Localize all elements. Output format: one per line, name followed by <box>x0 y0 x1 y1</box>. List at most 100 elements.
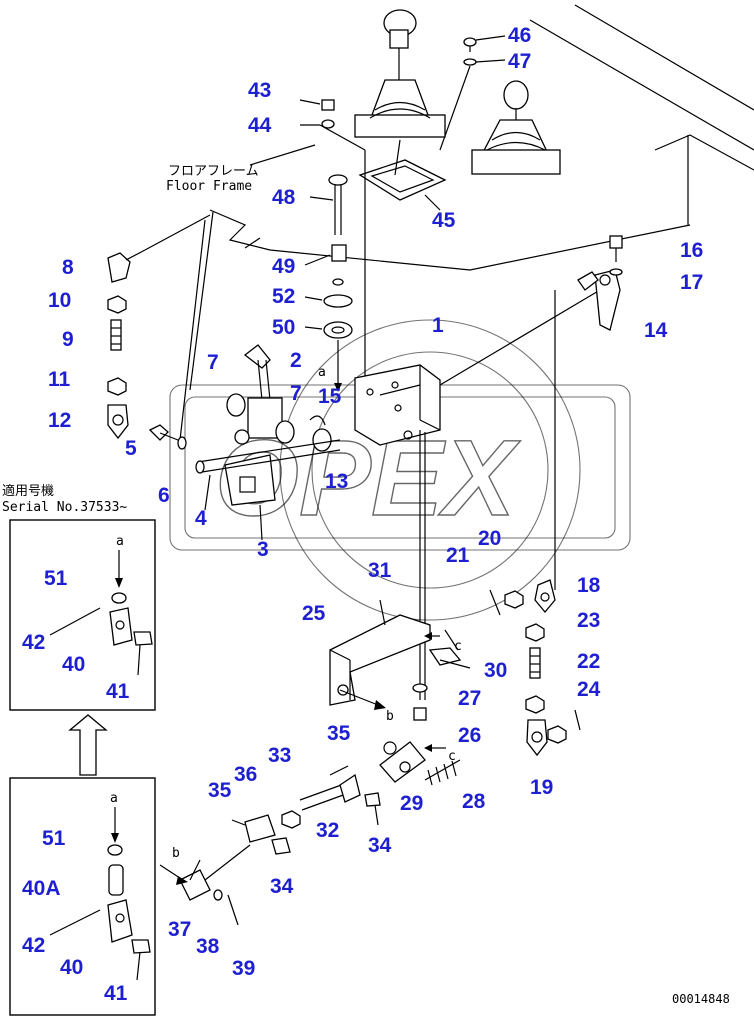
rod-32 <box>299 765 361 811</box>
callout-3: 3 <box>257 538 269 561</box>
view-label-a: a <box>318 365 326 380</box>
callout-24: 24 <box>577 678 601 701</box>
callout-34b: 34 <box>270 875 294 898</box>
lever-boot-right <box>471 80 561 175</box>
callout-47: 47 <box>508 50 531 73</box>
callout-41b: 41 <box>104 982 128 1005</box>
drawing-number: 00014848 <box>672 992 730 1006</box>
view-label-c-2: c <box>448 749 456 764</box>
callout-17: 17 <box>680 271 703 294</box>
callout-42a: 42 <box>22 631 45 654</box>
bracket-25 <box>329 599 431 706</box>
floor-frame-label-jp: フロアフレーム <box>168 164 259 179</box>
fasteners-top <box>299 35 506 390</box>
callout-4: 4 <box>195 507 207 530</box>
callout-40b: 40 <box>60 956 83 979</box>
lever-2 <box>226 344 332 452</box>
callout-8: 8 <box>62 256 74 279</box>
callout-33: 33 <box>268 744 291 767</box>
callout-15: 15 <box>318 385 342 408</box>
bolt-5-washer-6 <box>148 424 187 450</box>
callout-51b: 51 <box>42 827 66 850</box>
callout-14: 14 <box>644 319 668 342</box>
callout-5: 5 <box>125 437 137 460</box>
nut-33 <box>281 810 301 829</box>
callout-37: 37 <box>168 918 191 941</box>
callout-16: 16 <box>680 239 703 262</box>
callout-45: 45 <box>432 209 456 232</box>
lever-boot-left <box>354 9 446 138</box>
callout-49: 49 <box>272 255 295 278</box>
floor-frame-label-en: Floor Frame <box>166 179 252 194</box>
callout-52: 52 <box>272 285 295 308</box>
callout-22: 22 <box>577 650 600 673</box>
spring-15 <box>309 365 342 426</box>
bracket-assembly-1 <box>354 289 601 700</box>
callout-41a: 41 <box>106 680 130 703</box>
inset-view-label-a: a <box>116 534 124 549</box>
callout-40a: 40 <box>62 653 85 676</box>
clevis-36 <box>231 814 276 843</box>
view-marker-b-main: b <box>339 689 394 724</box>
inset-transition-arrow <box>68 714 108 776</box>
callout-21: 21 <box>446 544 470 567</box>
callout-38: 38 <box>196 935 220 958</box>
inset-view-label-a-2: a <box>110 791 118 806</box>
callout-42b: 42 <box>22 934 45 957</box>
rod-end-chain-right <box>489 579 581 757</box>
bolt-34a <box>364 792 381 826</box>
callout-27: 27 <box>458 687 481 710</box>
callouts: 1234567789101112131415161718192021222324… <box>22 24 703 1005</box>
callout-30: 30 <box>484 659 507 682</box>
view-marker-a-main: a <box>318 365 326 380</box>
callout-35b: 35 <box>208 779 232 802</box>
callout-43: 43 <box>248 79 271 102</box>
callout-7a: 7 <box>207 351 219 374</box>
callout-35a: 35 <box>327 722 351 745</box>
callout-19: 19 <box>530 776 553 799</box>
boot-plate-45 <box>358 139 447 211</box>
callout-18: 18 <box>577 574 601 597</box>
rod-end-chain-left <box>107 214 211 440</box>
callout-48: 48 <box>272 186 296 209</box>
callout-39: 39 <box>232 957 255 980</box>
inset-view-label-b: b <box>172 846 180 861</box>
inset-new-serial: a <box>9 519 156 711</box>
callout-32: 32 <box>316 819 339 842</box>
washer-27-nut-26 <box>412 683 428 721</box>
view-label-c: c <box>454 639 462 654</box>
callout-46: 46 <box>508 24 531 47</box>
bolt-34b <box>271 837 291 855</box>
callout-40A: 40A <box>22 877 61 900</box>
callout-28: 28 <box>462 790 486 813</box>
callout-6: 6 <box>158 484 170 507</box>
bolt-30 <box>428 629 471 669</box>
callout-23: 23 <box>577 609 600 632</box>
callout-9: 9 <box>62 328 74 351</box>
callout-51a: 51 <box>44 567 68 590</box>
floor-frame <box>179 4 754 441</box>
callout-29: 29 <box>400 792 423 815</box>
callout-1: 1 <box>432 314 444 337</box>
serial-label-jp: 適用号機 <box>2 483 54 499</box>
inset-old-serial: a b <box>9 777 188 1016</box>
serial-label-en: Serial No.37533~ <box>2 500 127 515</box>
lever-37 <box>179 844 251 926</box>
callout-20: 20 <box>478 527 501 550</box>
rod-end-right <box>554 235 623 590</box>
callout-34a: 34 <box>368 834 392 857</box>
view-label-b: b <box>386 709 394 724</box>
yoke-3 <box>224 454 276 541</box>
callout-36: 36 <box>234 763 257 786</box>
callout-26: 26 <box>458 724 481 747</box>
spring-28 <box>424 759 461 786</box>
callout-7b: 7 <box>290 382 302 405</box>
link-29 <box>379 741 426 783</box>
shaft-4 <box>195 439 341 511</box>
callout-44: 44 <box>248 114 272 137</box>
callout-25: 25 <box>302 602 326 625</box>
callout-12: 12 <box>48 409 71 432</box>
callout-31: 31 <box>368 559 392 582</box>
callout-13: 13 <box>325 470 348 493</box>
